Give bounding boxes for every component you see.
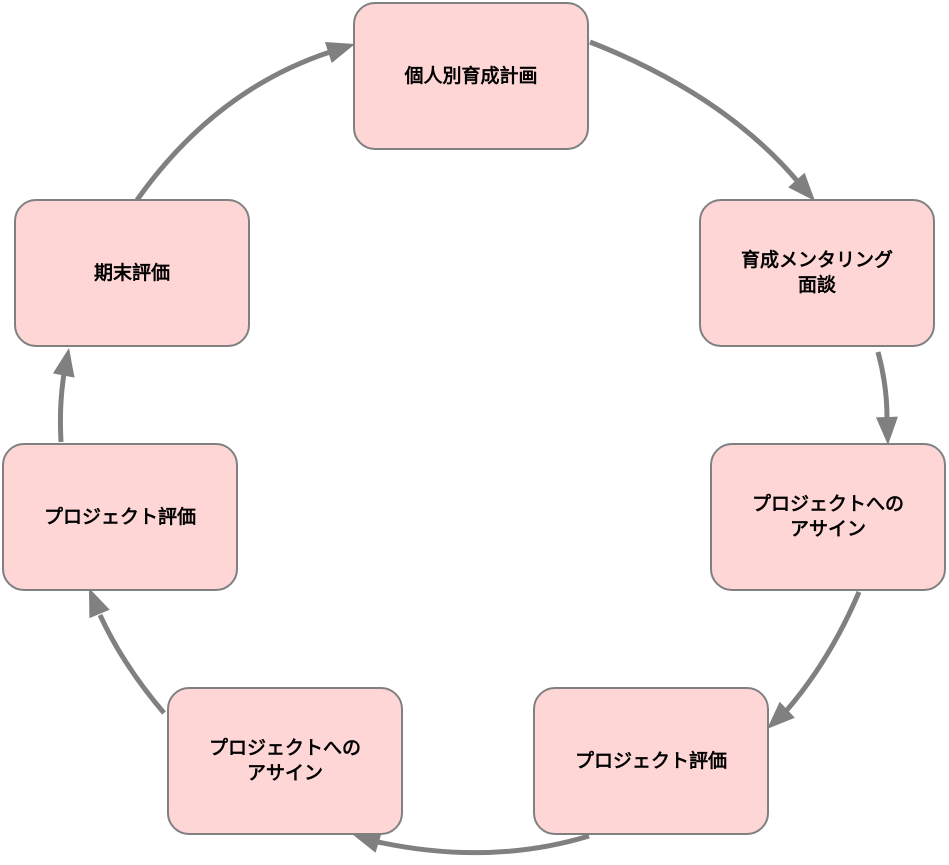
node-label: 個人別育成計画 [404, 64, 538, 87]
arrowhead-mentoring [788, 172, 815, 201]
arrowhead-term-end [52, 348, 75, 378]
arrowhead-eval-1 [767, 701, 795, 729]
arrow-eval-1-to-assign-2 [377, 833, 590, 856]
node-mentoring: 育成メンタリング 面談 [699, 199, 935, 347]
node-label: プロジェクト評価 [574, 749, 727, 772]
arrow-individual-plan-to-mentoring [589, 39, 801, 185]
node-assign-1: プロジェクトへの アサイン [710, 443, 946, 591]
arrowhead-assign-1 [875, 416, 898, 445]
arrowhead-eval-2 [89, 588, 110, 619]
node-individual-plan: 個人別育成計画 [353, 2, 589, 150]
arrow-assign-1-to-eval-1 [785, 591, 862, 712]
node-eval-1: プロジェクト評価 [533, 687, 769, 835]
arrow-eval-2-to-term-end [57, 373, 67, 443]
node-assign-2: プロジェクトへの アサイン [167, 687, 403, 835]
arrow-mentoring-to-assign-1 [875, 351, 890, 419]
arrow-term-end-to-individual-plan [134, 49, 331, 202]
node-eval-2: プロジェクト評価 [2, 443, 238, 591]
node-label: プロジェクト評価 [43, 505, 196, 528]
node-label: プロジェクトへの アサイン [208, 737, 361, 784]
node-label: プロジェクトへの アサイン [751, 493, 904, 540]
node-label: 期末評価 [93, 261, 170, 284]
arrow-assign-2-to-eval-2 [97, 613, 166, 715]
node-term-end: 期末評価 [14, 199, 250, 347]
arrowhead-individual-plan [324, 42, 355, 64]
arrowhead-assign-2 [352, 831, 382, 853]
node-label: 育成メンタリング 面談 [740, 249, 893, 296]
